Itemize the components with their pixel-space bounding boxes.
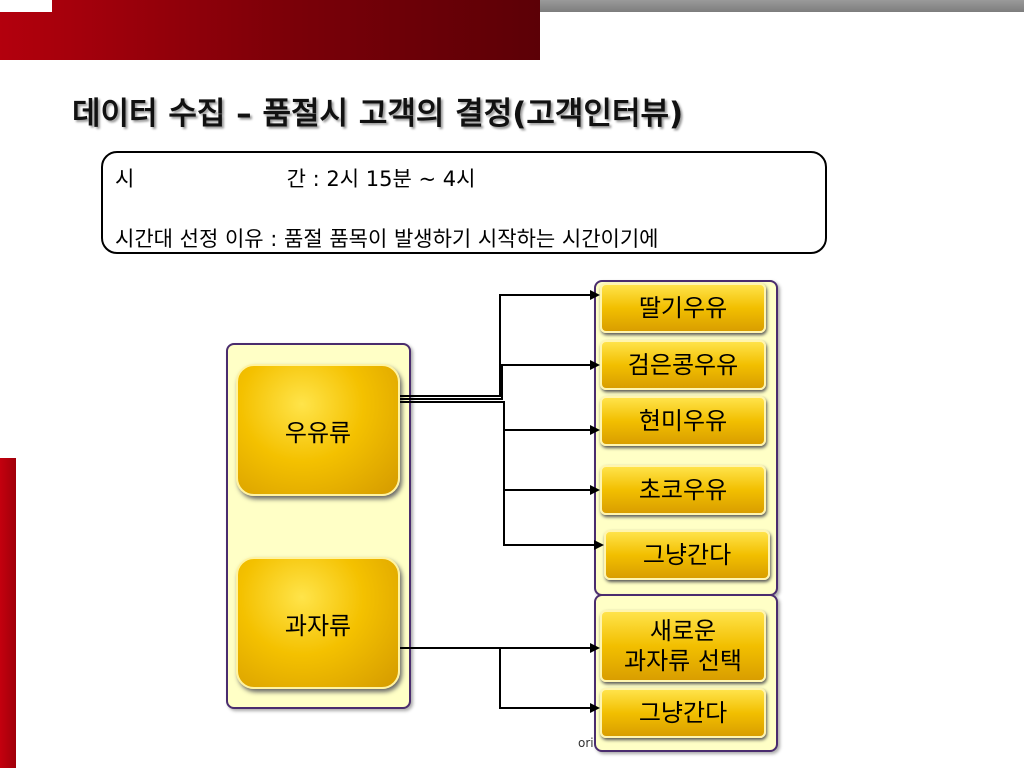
milk-to-leave-line [503,402,604,550]
option-black-bean-milk[interactable]: 검은콩우유 [600,340,766,390]
reason-value: : 품절 품목이 발생하기 시작하는 시간이기에 [263,227,659,251]
milk-stem-line [400,290,600,397]
option-choco-milk[interactable]: 초코우유 [600,465,766,515]
option-label-line2: 과자류 선택 [623,647,743,675]
left-red-accent [0,458,16,768]
slide-title: 데이터 수집 – 품절시 고객의 결정(고객인터뷰) [72,96,684,132]
time-label-part-b: 간 [286,167,306,191]
reason-line: 시간대 선정 이유 : 품절 품목이 발생하기 시작하는 시간이기에 [115,223,658,253]
milk-to-choco-line [503,402,600,495]
time-value: : 2시 15분 ~ 4시 [306,167,476,191]
time-label: 시 간 [115,163,306,193]
option-label: 그냥간다 [638,699,728,727]
option-label-line1: 새로운 [649,617,717,645]
option-brown-rice-milk[interactable]: 현미우유 [600,396,766,446]
reason-label: 시간대 선정 이유 [115,227,264,251]
option-milk-leave[interactable]: 그냥간다 [604,530,770,580]
category-milk-button[interactable]: 우유류 [236,364,400,496]
info-box: 시 간 : 2시 15분 ~ 4시 시간대 선정 이유 : 품절 품목이 발생하… [101,151,827,254]
category-snack-label: 과자류 [284,611,352,640]
option-label: 초코우유 [638,476,728,504]
milk-to-black-bean-line [400,360,600,400]
option-label: 검은콩우유 [627,351,739,379]
option-label: 딸기우유 [638,294,728,322]
option-label: 새로운 과자류 선택 [624,616,742,676]
option-new-snack[interactable]: 새로운 과자류 선택 [600,610,766,682]
time-line: 시 간 : 2시 15분 ~ 4시 [115,163,475,193]
option-strawberry-milk[interactable]: 딸기우유 [600,283,766,333]
option-label: 현미우유 [638,407,728,435]
option-label: 그냥간다 [642,541,732,569]
category-milk-label: 우유류 [284,418,352,447]
footer-fragment: ori [578,736,594,750]
milk-to-brown-rice-line [400,401,600,435]
snack-to-leave-line [499,648,600,713]
category-snack-button[interactable]: 과자류 [236,557,400,689]
header-red-bar [0,0,540,60]
option-snack-leave[interactable]: 그냥간다 [600,688,766,738]
time-label-part-a: 시 [115,167,135,191]
